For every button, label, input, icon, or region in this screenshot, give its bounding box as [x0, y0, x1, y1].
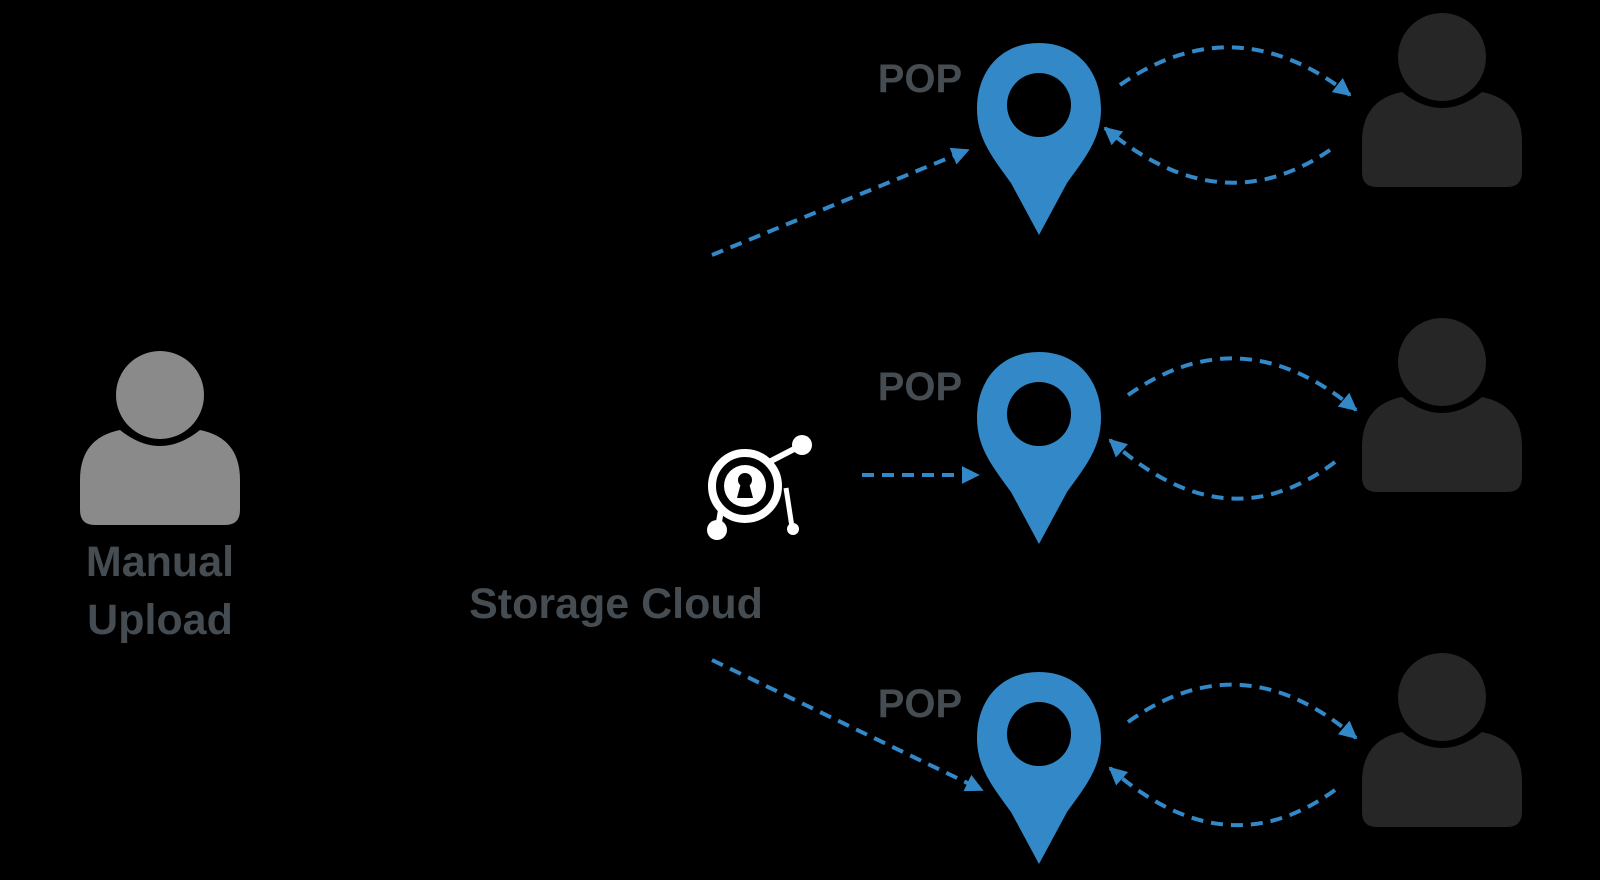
storage-cloud: Storage Cloud [469, 435, 812, 628]
end-user-icon-2 [1362, 318, 1522, 492]
arrow-storage-to-pop-3 [711, 658, 984, 792]
arrow-pop-to-user-1 [1118, 45, 1352, 97]
pop-node-1: POP [878, 13, 1522, 235]
pop-label-1: POP [878, 57, 962, 101]
map-pin-icon [977, 43, 1101, 235]
pop-node-2: POP [878, 318, 1522, 544]
manual-upload-label-line2: Upload [87, 596, 233, 644]
arrow-pop-to-user-3 [1126, 682, 1358, 740]
map-pin-icon [977, 352, 1101, 544]
arrow-storage-to-pop-1 [711, 147, 970, 257]
arrow-user-to-pop-2 [1108, 438, 1337, 501]
end-user-icon-1 [1362, 13, 1522, 187]
pop-node-3: POP [878, 653, 1522, 864]
keyhole-cloud-icon [707, 435, 812, 540]
pop-label-3: POP [878, 682, 962, 726]
arrow-user-to-pop-1 [1103, 126, 1332, 185]
end-user-icon-3 [1362, 653, 1522, 827]
pop-label-2: POP [878, 365, 962, 409]
manual-upload-user: Manual Upload [80, 351, 240, 644]
arrow-pop-to-user-2 [1126, 356, 1358, 412]
storage-cloud-label: Storage Cloud [469, 580, 763, 628]
map-pin-icon [977, 672, 1101, 864]
manual-user-icon [80, 351, 240, 525]
arrow-user-to-pop-3 [1108, 766, 1337, 828]
storage-to-pop-arrows [711, 147, 984, 792]
manual-upload-label-line1: Manual [86, 538, 234, 586]
